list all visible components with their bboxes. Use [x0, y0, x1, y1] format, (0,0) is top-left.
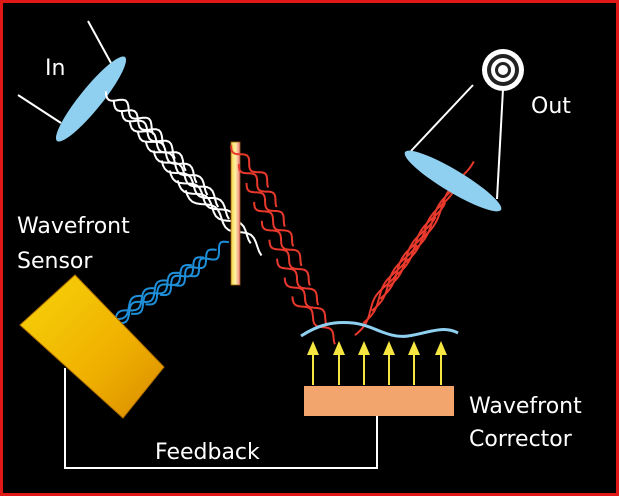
sensor-wavefront [130, 271, 180, 315]
beamsplitter [230, 141, 241, 286]
sensor-wavefront [145, 263, 192, 306]
output-beam [404, 49, 524, 212]
transmitted-wavefront [268, 239, 311, 286]
actuator-arrows [307, 341, 447, 385]
input-beam [17, 20, 127, 142]
output-wavefront [379, 230, 427, 300]
adaptive-optics-diagram: In Out Wavefront Sensor Wavefront Correc… [17, 20, 582, 469]
transmitted-wavefront [260, 220, 303, 267]
output-wavefront [405, 188, 456, 264]
label-in: In [45, 56, 65, 81]
output-ray-left [410, 84, 474, 152]
incoming-wavefront [184, 189, 263, 257]
output-wavefront [396, 202, 447, 276]
transmitted-wavefront [253, 201, 295, 247]
sensor-wavefront [188, 240, 230, 278]
incoming-wavefront [104, 91, 155, 135]
output-wavefront [371, 244, 418, 312]
arrow-head [333, 341, 345, 355]
label-corrector-line2: Corrector [469, 427, 573, 452]
wavefront-sensor-block [19, 274, 165, 419]
label-out: Out [531, 94, 571, 119]
label-feedback: Feedback [155, 440, 260, 465]
transmitted-wavefront [237, 164, 278, 208]
transmitted-wavefront [276, 258, 320, 306]
feedback-line [64, 368, 378, 469]
output-wavefront [421, 161, 475, 239]
label-sensor-line2: Sensor [17, 249, 93, 274]
output-ray-right [496, 88, 504, 200]
input-ray-top [87, 20, 112, 64]
sensor-wavefront [159, 256, 205, 297]
input-ray-bottom [17, 94, 62, 124]
incoming-wavefront [176, 179, 252, 244]
output-wavefront [362, 257, 408, 324]
incoming-wavefront [168, 170, 241, 232]
label-sensor-line1: Wavefront [17, 214, 130, 239]
transmitted-wavefront [230, 145, 270, 188]
corrector-block [304, 386, 454, 416]
transmitted-wavefront [291, 296, 336, 345]
output-wavefront [388, 216, 437, 288]
wavefront-corrector [300, 321, 459, 416]
output-lens [404, 150, 502, 212]
distorted-wavefront [300, 321, 459, 338]
incoming-wavefront [112, 101, 166, 147]
arrow-head [358, 341, 370, 355]
arrow-head [408, 341, 420, 355]
arrow-head [435, 341, 447, 355]
sensor-wavefront [174, 248, 217, 287]
arrow-head [307, 341, 319, 355]
arrow-head [383, 341, 395, 355]
concentric-rings-icon [482, 49, 524, 91]
label-corrector-line1: Wavefront [469, 394, 582, 419]
transmitted-wavefront [245, 182, 286, 227]
input-lens [55, 56, 127, 142]
transmitted-wavefront [283, 277, 328, 326]
